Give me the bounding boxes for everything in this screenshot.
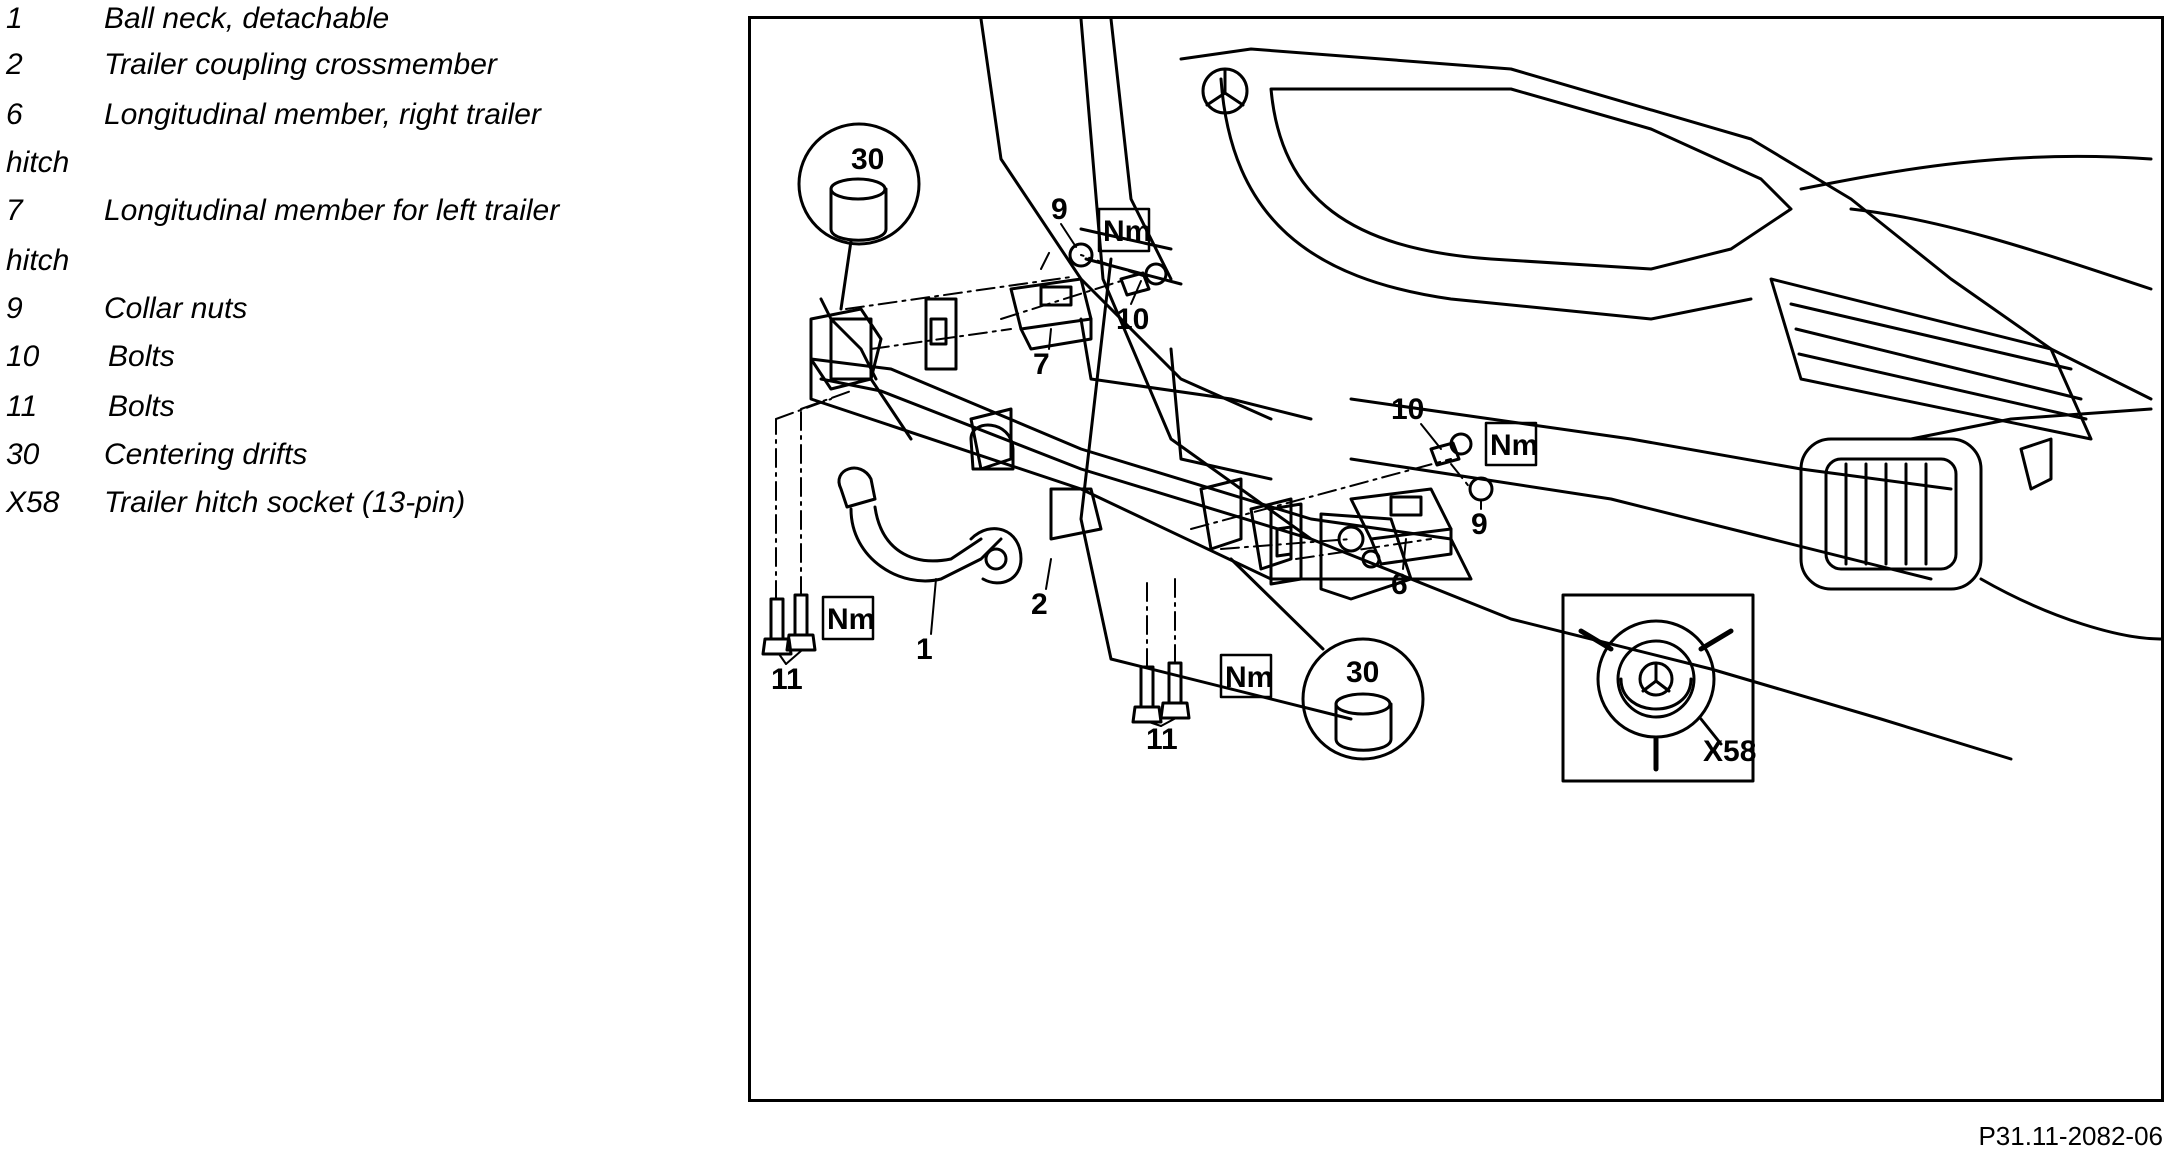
callout-30-bottom: 30 — [1346, 656, 1379, 689]
callout-leaders — [778, 223, 1482, 727]
legend-text: Ball neck, detachable — [104, 2, 390, 35]
vehicle-rear-body — [979, 19, 2161, 761]
legend-text: Bolts — [108, 340, 175, 373]
callout-11-right: 11 — [1146, 723, 1178, 756]
torque-label: Nm — [1225, 661, 1273, 694]
collar-nuts-and-bolts — [1068, 242, 1494, 502]
legend-number: 10 — [6, 340, 40, 373]
legend-text-wrap: hitch — [6, 244, 70, 277]
torque-label: Nm — [1103, 215, 1151, 248]
legend-text: Bolts — [108, 390, 175, 423]
legend-number: 11 — [6, 390, 38, 423]
legend-number: 7 — [6, 194, 23, 227]
callout-7: 7 — [1033, 348, 1050, 381]
callout-11-left: 11 — [771, 663, 803, 696]
callout-9-top: 9 — [1051, 193, 1068, 226]
callout-x58: X58 — [1703, 735, 1756, 768]
torque-label: Nm — [827, 603, 875, 636]
legend-text-wrap: hitch — [6, 146, 70, 179]
figure-reference-code: P31.11-2082-06 — [1978, 1121, 2163, 1151]
legend-text: Longitudinal member for left trailer — [104, 194, 560, 227]
exploded-view-drawing: 30 9 10 7 10 9 6 2 1 11 11 30 X58 Nm Nm … — [761, 19, 2161, 783]
trailer-socket-inset — [1561, 593, 1755, 783]
torque-boxes — [821, 207, 1538, 699]
torque-labels: Nm Nm Nm Nm — [827, 215, 1538, 694]
longitudinal-member-left — [924, 277, 1093, 371]
callout-labels: 30 9 10 7 10 9 6 2 1 11 11 30 X58 — [771, 143, 1756, 768]
callout-10-right: 10 — [1391, 393, 1424, 426]
centering-drift-detail-bottom — [1229, 557, 1425, 761]
callout-9-right: 9 — [1471, 508, 1488, 541]
legend-number: 9 — [6, 292, 23, 325]
legend-text: Collar nuts — [104, 292, 248, 325]
legend-number: 6 — [6, 98, 23, 131]
legend-number: 1 — [6, 2, 23, 35]
centering-drift-detail-top — [797, 122, 921, 311]
torque-label: Nm — [1490, 429, 1538, 462]
exploded-view-figure: 30 9 10 7 10 9 6 2 1 11 11 30 X58 Nm Nm … — [748, 16, 2164, 1102]
legend-text: Centering drifts — [104, 438, 308, 471]
legend-number: X58 — [6, 486, 60, 519]
callout-1: 1 — [916, 633, 933, 666]
legend-number: 30 — [6, 438, 40, 471]
legend-text: Longitudinal member, right trailer — [104, 98, 541, 131]
longitudinal-member-right — [1269, 487, 1453, 586]
trailer-coupling-crossmember — [809, 297, 1473, 601]
callout-6: 6 — [1391, 568, 1408, 601]
legend-number: 2 — [6, 48, 23, 81]
ball-neck-detachable — [837, 466, 1023, 585]
assembly-lines — [775, 248, 1472, 668]
callout-2: 2 — [1031, 588, 1048, 621]
bolts-11-left — [761, 593, 817, 656]
callout-30-top: 30 — [851, 143, 884, 176]
legend-text: Trailer coupling crossmember — [104, 48, 497, 81]
callout-10-top: 10 — [1116, 303, 1149, 336]
legend-text: Trailer hitch socket (13-pin) — [104, 486, 466, 519]
